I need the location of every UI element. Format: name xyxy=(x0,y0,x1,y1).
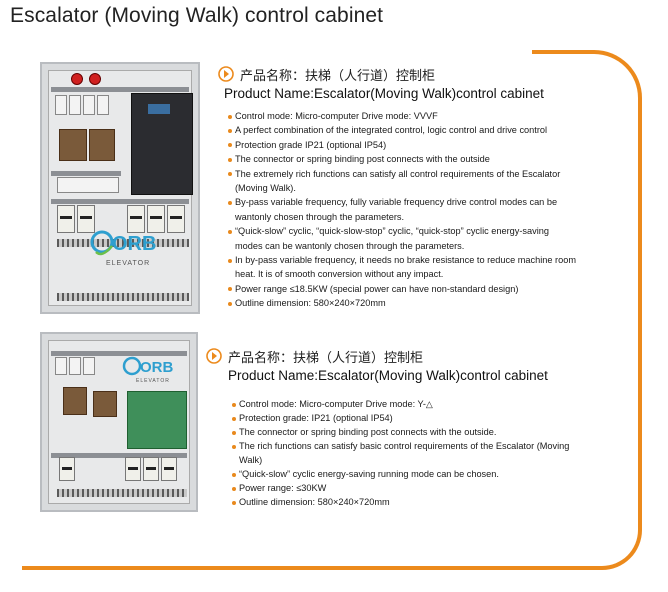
din-rail xyxy=(51,171,121,176)
orb-elevator-logo: ORB ELEVATOR xyxy=(122,356,174,384)
cabinet-photo-2 xyxy=(40,332,198,512)
product-spec-2: 产品名称：扶梯（人行道）控制柜 Product Name:Escalator(M… xyxy=(206,346,576,509)
cabinet-interior xyxy=(48,70,193,306)
logo-mark: ORB xyxy=(140,359,174,376)
breaker xyxy=(69,357,81,375)
feature-item: Power range ≤18.5KW (special power can h… xyxy=(228,282,578,296)
contactor xyxy=(57,205,75,233)
contactor xyxy=(127,205,145,233)
cabinet-interior xyxy=(48,340,190,504)
inverter-display xyxy=(148,104,170,114)
emergency-button xyxy=(71,73,83,85)
feature-list: Control mode: Micro-computer Drive mode:… xyxy=(232,397,576,509)
feature-list: Control mode: Micro-computer Drive mode:… xyxy=(228,109,578,311)
product-name-cn: 产品名称：扶梯（人行道）控制柜 xyxy=(228,351,424,366)
frame-mask xyxy=(18,46,532,56)
orange-arrow-icon xyxy=(206,348,222,364)
transformer xyxy=(63,387,87,415)
din-rail xyxy=(51,199,189,204)
contactor xyxy=(161,457,177,481)
orange-arrow-icon xyxy=(218,66,234,82)
feature-item: Outline dimension: 580×240×720mm xyxy=(228,296,578,310)
contactor xyxy=(59,457,75,481)
relay-row xyxy=(57,177,119,193)
feature-item: Protection grade IP21 (optional IP54) xyxy=(228,138,578,152)
contactor xyxy=(147,205,165,233)
logo-sub: ELEVATOR xyxy=(106,260,150,267)
feature-item: The rich functions can satisfy basic con… xyxy=(232,439,576,467)
feature-item: Outline dimension: 580×240×720mm xyxy=(232,495,576,509)
din-rail xyxy=(51,351,187,356)
product-name-en: Product Name:Escalator(Moving Walk)contr… xyxy=(224,86,544,101)
feature-item: Control mode: Micro-computer Drive mode:… xyxy=(228,109,578,123)
feature-item: The connector or spring binding post con… xyxy=(228,152,578,166)
breaker xyxy=(97,95,109,115)
feature-item: In by-pass variable frequency, it needs … xyxy=(228,253,578,282)
transformer xyxy=(93,391,117,417)
feature-item: “Quick-slow” cyclic energy-saving runnin… xyxy=(232,467,576,481)
feature-item: “Quick-slow” cyclic, “quick-slow-stop” c… xyxy=(228,224,578,253)
feature-item: By-pass variable frequency, fully variab… xyxy=(228,195,578,224)
contactor xyxy=(143,457,159,481)
product-name-en: Product Name:Escalator(Moving Walk)contr… xyxy=(228,368,548,383)
terminal-block xyxy=(57,489,187,497)
inverter-unit xyxy=(131,93,193,195)
cabinet-photo-1 xyxy=(40,62,200,314)
breaker xyxy=(55,95,67,115)
contactor xyxy=(125,457,141,481)
emergency-button xyxy=(89,73,101,85)
logo-mark: ORB xyxy=(112,233,156,255)
breaker xyxy=(55,357,67,375)
din-rail xyxy=(51,87,189,92)
breaker xyxy=(83,95,95,115)
feature-item: The connector or spring binding post con… xyxy=(232,425,576,439)
product-name-row: 产品名称：扶梯（人行道）控制柜 xyxy=(206,346,576,366)
product-name-cn: 产品名称：扶梯（人行道）控制柜 xyxy=(240,69,436,84)
din-rail xyxy=(51,453,187,458)
breaker xyxy=(69,95,81,115)
feature-item: Protection grade: IP21 (optional IP54) xyxy=(232,411,576,425)
terminal-block xyxy=(57,293,189,301)
product-name-row: 产品名称：扶梯（人行道）控制柜 xyxy=(218,64,578,84)
contactor xyxy=(167,205,185,233)
product-spec-1: 产品名称：扶梯（人行道）控制柜 Product Name:Escalator(M… xyxy=(218,64,578,311)
logo-sub: ELEVATOR xyxy=(136,378,170,384)
terminal-block xyxy=(57,239,189,247)
feature-item: The extremely rich functions can satisfy… xyxy=(228,167,578,196)
feature-item: Power range: ≤30KW xyxy=(232,481,576,495)
control-board xyxy=(127,391,187,449)
breaker xyxy=(83,357,95,375)
transformer xyxy=(59,129,87,161)
transformer xyxy=(89,129,115,161)
page-title: Escalator (Moving Walk) control cabinet xyxy=(10,4,384,27)
feature-item: Control mode: Micro-computer Drive mode:… xyxy=(232,397,576,411)
orb-elevator-logo: ORB ELEVATOR xyxy=(90,230,156,267)
feature-item: A perfect combination of the integrated … xyxy=(228,123,578,137)
contactor xyxy=(77,205,95,233)
